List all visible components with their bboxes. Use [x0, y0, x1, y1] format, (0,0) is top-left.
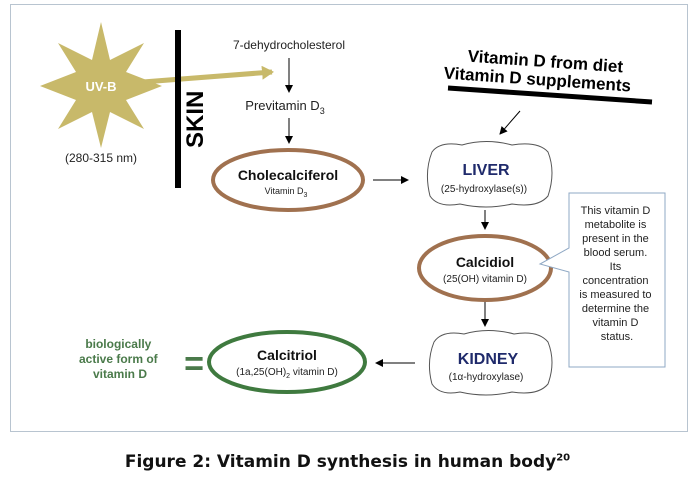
cholecalciferol-sub: Vitamin D3 [265, 186, 308, 199]
kidney-title: KIDNEY [458, 351, 519, 368]
bio-active-label: biologically active form of vitamin D [79, 337, 161, 381]
figure-caption: Figure 2: Vitamin D synthesis in human b… [0, 452, 695, 472]
caption-ref: 20 [556, 452, 571, 464]
arrow-diet-to-liver [499, 110, 521, 135]
calcitriol-title: Calcitriol [257, 347, 317, 363]
calcidiol-ellipse [417, 234, 553, 302]
cholecalciferol-ellipse [211, 148, 365, 212]
dehydrocholesterol-label: 7-dehydrocholesterol [233, 38, 345, 52]
uv-ray-arrow [129, 65, 274, 86]
uvb-star-icon [40, 22, 162, 148]
uvb-label: UV-B [85, 79, 116, 94]
skin-label: SKIN [182, 91, 209, 148]
caption-text: Figure 2: Vitamin D synthesis in human b… [124, 452, 557, 472]
callout-text: This vitamin D metabolite is present in … [579, 205, 654, 343]
kidney-cloud [428, 330, 553, 396]
calcidiol-title: Calcidiol [456, 254, 514, 270]
calcidiol-sub: (25(OH) vitamin D) [443, 274, 527, 285]
calcitriol-ellipse [207, 330, 367, 394]
previtamin-label: Previtamin D3 [245, 98, 324, 116]
equals-sign: = [184, 345, 204, 383]
diet-divider [447, 85, 653, 105]
kidney-sub: (1α-hydroxylase) [449, 372, 524, 383]
calcitriol-sub: (1a,25(OH)2 vitamin D) [236, 367, 338, 380]
liver-cloud [426, 141, 553, 208]
liver-title: LIVER [462, 162, 510, 179]
callout-box [538, 192, 666, 368]
uvb-range: (280-315 nm) [65, 151, 137, 165]
cholecalciferol-title: Cholecalciferol [238, 167, 338, 183]
liver-sub: (25-hydroxylase(s)) [441, 184, 527, 195]
